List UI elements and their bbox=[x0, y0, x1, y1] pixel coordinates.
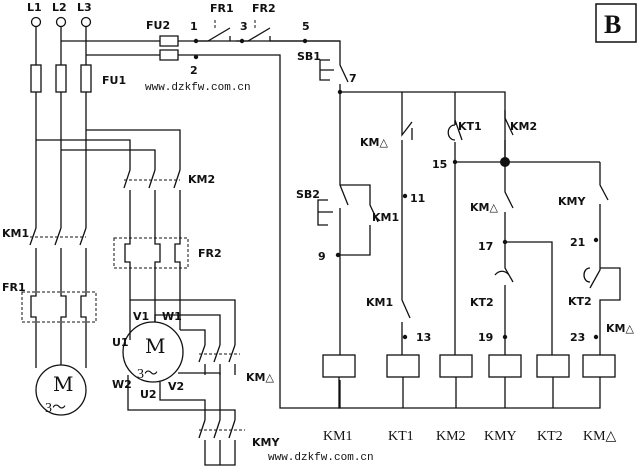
watermark-bottom: www.dzkfw.com.cn bbox=[268, 452, 374, 464]
terminal-u1: U1 bbox=[112, 336, 129, 349]
watermark-top: www.dzkfw.com.cn bbox=[145, 82, 251, 94]
node-3: 3 bbox=[240, 20, 248, 33]
coil-label-kt1: KT1 bbox=[388, 429, 414, 444]
terminal-w1: W1 bbox=[162, 310, 182, 323]
kmy-main-contacts: KMY bbox=[198, 419, 280, 466]
terminal-w2: W2 bbox=[112, 378, 132, 391]
node-23: 23 bbox=[570, 331, 585, 344]
fr1-overload: FR1 bbox=[2, 281, 97, 323]
km-delta-nc2-label: KM△ bbox=[470, 201, 498, 214]
km-delta-main-label: KM△ bbox=[246, 371, 274, 384]
kt2-contact-a-label: KT2 bbox=[470, 296, 494, 309]
fr2-power-label: FR2 bbox=[198, 247, 222, 260]
km2-main-contacts: KM2 bbox=[123, 169, 215, 238]
km1-aux-label: KM1 bbox=[372, 211, 399, 224]
node-15: 15 bbox=[432, 158, 447, 171]
coil-label-km1: KM1 bbox=[323, 429, 353, 444]
node-13: 13 bbox=[416, 331, 431, 344]
km-delta-main-contacts: KM△ bbox=[198, 344, 274, 384]
node-5: 5 bbox=[302, 20, 310, 33]
motor-2-icon bbox=[122, 321, 184, 383]
motor-2-symbol: M bbox=[145, 334, 165, 358]
node-9: 9 bbox=[318, 250, 326, 263]
km1-main-label: KM1 bbox=[2, 227, 29, 240]
coil-km1 bbox=[322, 354, 356, 378]
fuse-fu1: FU1 bbox=[30, 64, 126, 93]
fr1-power-label: FR1 bbox=[2, 281, 26, 294]
fu1-label: FU1 bbox=[102, 74, 126, 87]
sb1-label: SB1 bbox=[297, 50, 321, 63]
coil-km-delta bbox=[582, 354, 616, 378]
phase-l3-label: L3 bbox=[77, 1, 92, 14]
kmy-main-label: KMY bbox=[252, 436, 280, 449]
sb2-label: SB2 bbox=[296, 188, 320, 201]
phase-terminals: L1 L2 L3 bbox=[27, 1, 92, 28]
node-11: 11 bbox=[410, 192, 425, 205]
fr2-overload: FR2 bbox=[113, 237, 222, 300]
phase-l2-label: L2 bbox=[52, 1, 67, 14]
km-delta-aux-label: KM△ bbox=[606, 322, 634, 335]
motor-1: M 3～ bbox=[35, 364, 87, 416]
control-circuit: FR1 FR2 1 2 3 5 SB1 7 SB2 KM1 9 KM△ 11 K… bbox=[190, 2, 634, 444]
terminal-l2-icon bbox=[55, 16, 67, 28]
node-21: 21 bbox=[570, 236, 585, 249]
node-2: 2 bbox=[190, 64, 198, 77]
terminal-u2: U2 bbox=[140, 388, 157, 401]
node-17: 17 bbox=[478, 240, 493, 253]
badge-letter: B bbox=[604, 10, 621, 39]
terminal-l1-icon bbox=[30, 16, 42, 28]
coil-kmy bbox=[488, 354, 522, 378]
kmy-contact-label: KMY bbox=[558, 195, 586, 208]
coil-label-kmy: KMY bbox=[484, 429, 517, 444]
km1-aux-b-label: KM1 bbox=[366, 296, 393, 309]
km-delta-nc-label: KM△ bbox=[360, 136, 388, 149]
terminal-v1: V1 bbox=[133, 310, 149, 323]
node-1: 1 bbox=[190, 20, 198, 33]
coil-kt2 bbox=[536, 354, 570, 378]
phase-l1-label: L1 bbox=[27, 1, 42, 14]
node-19: 19 bbox=[478, 331, 493, 344]
km1-main-contacts: KM1 bbox=[2, 227, 87, 246]
coil-kt1 bbox=[386, 354, 420, 378]
power-bus bbox=[35, 27, 341, 409]
terminal-l3-icon bbox=[80, 16, 92, 28]
motor-1-spec: 3～ bbox=[45, 401, 66, 416]
coil-label-km2: KM2 bbox=[436, 429, 466, 444]
kt1-contact-label: KT1 bbox=[458, 120, 482, 133]
coil-label-kt2: KT2 bbox=[537, 429, 563, 444]
motor-2-spec: 3～ bbox=[137, 367, 158, 382]
kt2-contact-b-label: KT2 bbox=[568, 295, 592, 308]
motor-2: M 3～ U1 V1 W1 U2 V2 W2 bbox=[112, 299, 236, 420]
km2-contact-label: KM2 bbox=[510, 120, 537, 133]
badge-frame bbox=[595, 3, 637, 43]
coil-km2 bbox=[439, 354, 473, 378]
km2-main-label: KM2 bbox=[188, 173, 215, 186]
fu2-label: FU2 bbox=[146, 19, 170, 32]
terminal-v2: V2 bbox=[168, 380, 184, 393]
motor-1-symbol: M bbox=[53, 372, 73, 396]
fr2-ctrl-label: FR2 bbox=[252, 2, 276, 15]
fr1-ctrl-label: FR1 bbox=[210, 2, 234, 15]
node-7: 7 bbox=[349, 72, 357, 85]
coil-label-km-delta: KM△ bbox=[583, 429, 617, 444]
motor-1-icon bbox=[35, 364, 87, 416]
